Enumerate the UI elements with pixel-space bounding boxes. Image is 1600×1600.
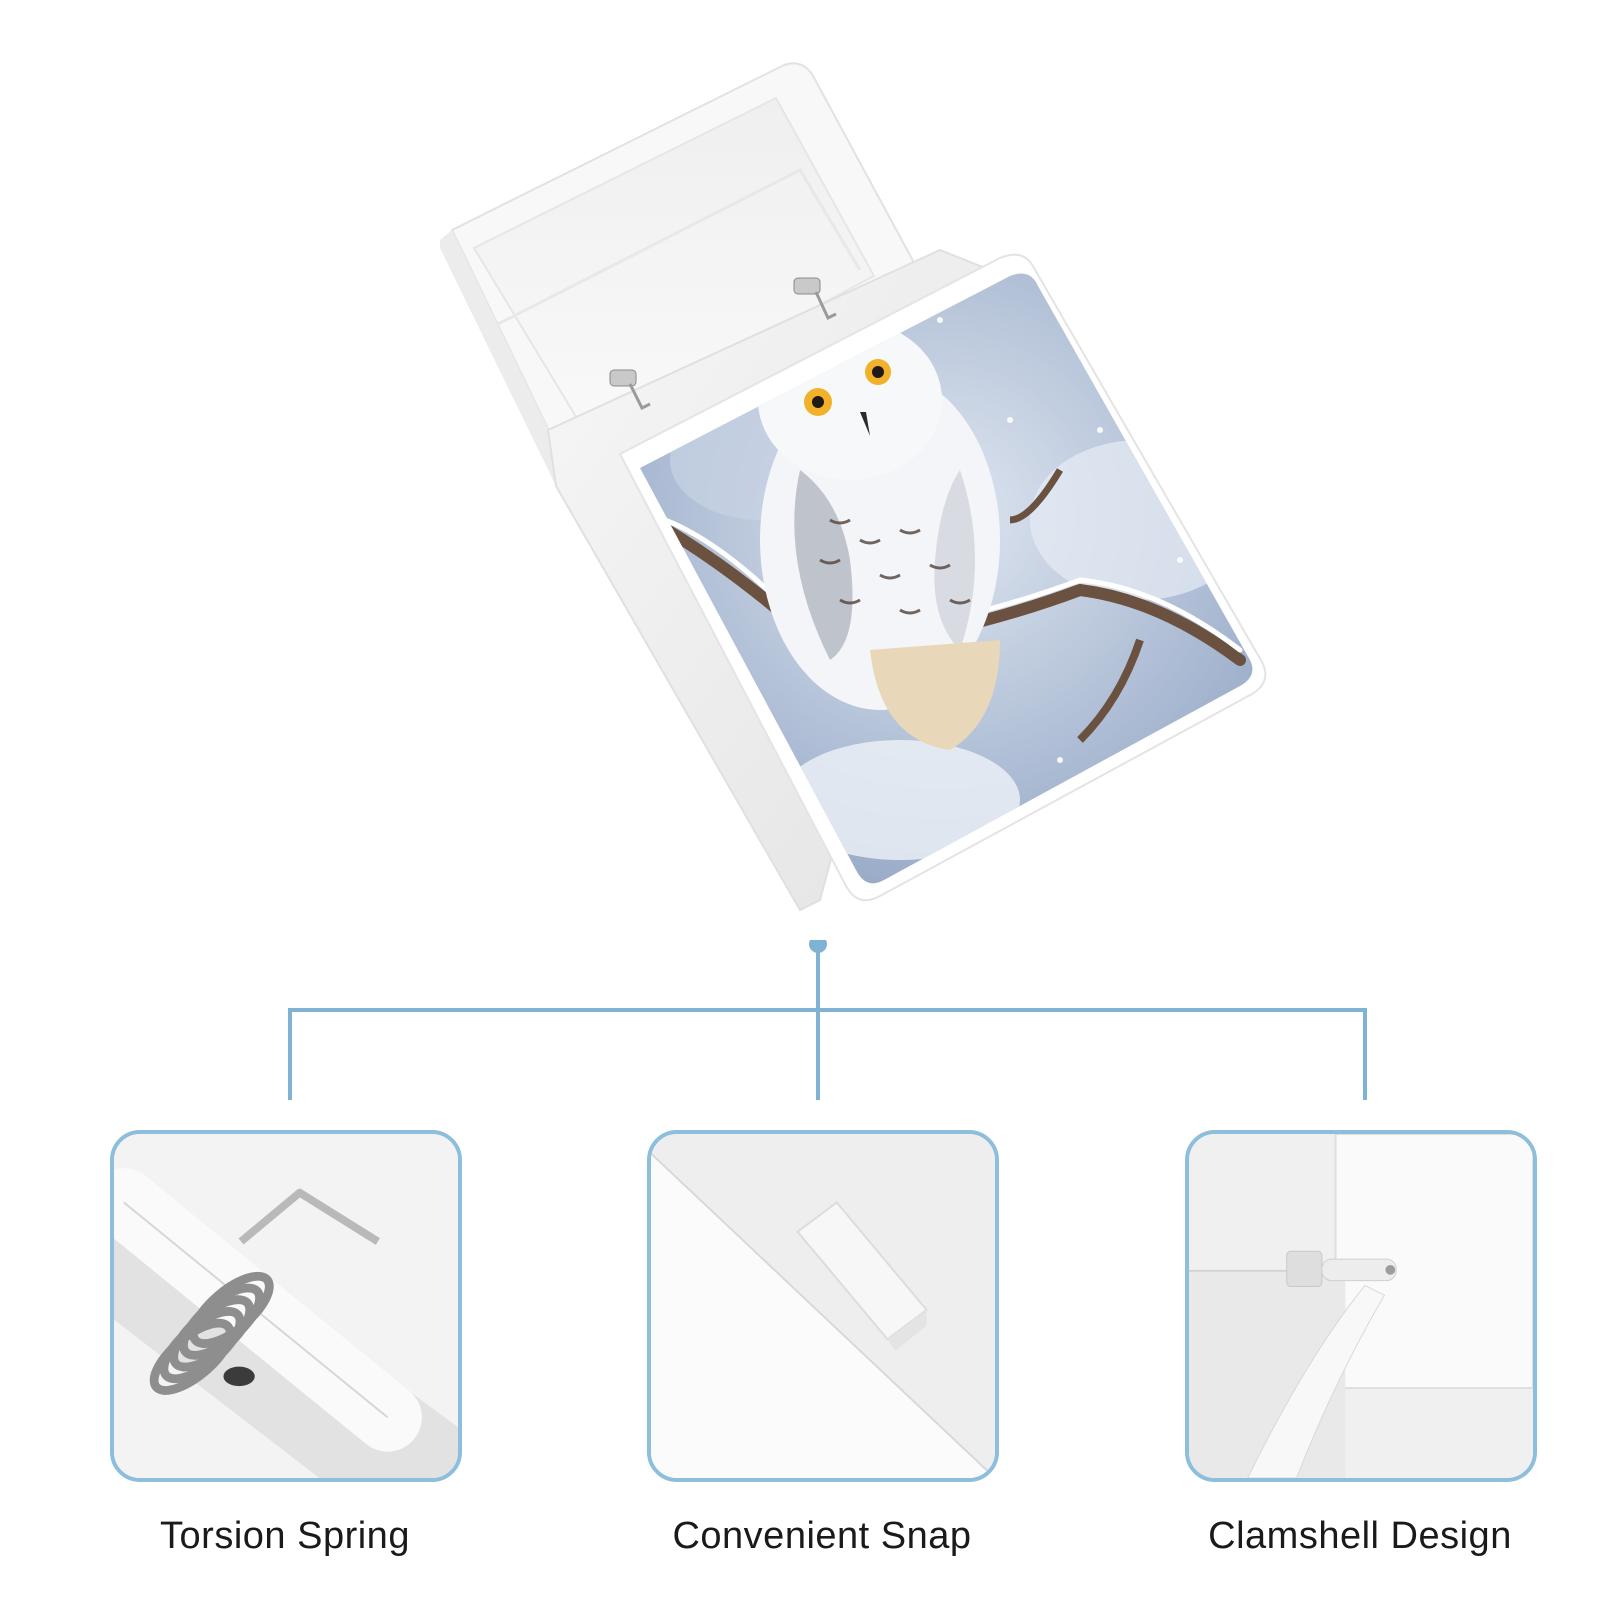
feature-card-convenient-snap[interactable] — [647, 1130, 999, 1482]
clamshell-hinge-icon — [1189, 1134, 1533, 1478]
connector-lines — [288, 940, 1367, 1100]
snap-icon — [651, 1134, 995, 1478]
feature-label-clamshell-design: Clamshell Design — [1208, 1515, 1512, 1557]
connector-dot-top — [809, 940, 827, 953]
feature-label-torsion-spring: Torsion Spring — [160, 1515, 410, 1557]
feature-card-torsion-spring[interactable] — [110, 1130, 462, 1482]
hinge-spring-icon — [609, 277, 837, 411]
feature-label-convenient-snap: Convenient Snap — [672, 1515, 972, 1557]
feature-card-clamshell-design[interactable] — [1185, 1130, 1537, 1482]
product-case-image — [440, 62, 1267, 912]
torsion-spring-icon — [114, 1134, 458, 1478]
